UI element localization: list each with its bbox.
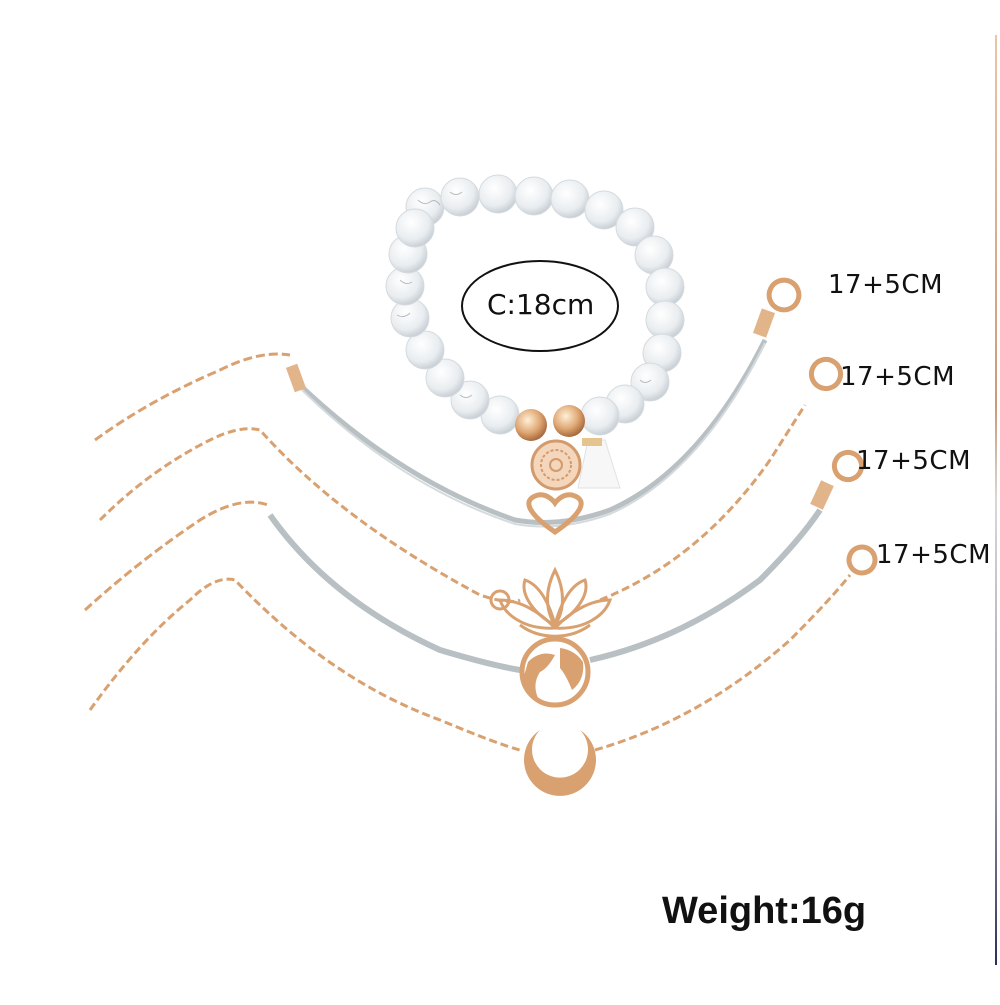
right-edge-line	[995, 35, 997, 965]
world-cord-bracelet	[83, 449, 865, 708]
beaded-bracelet	[385, 174, 685, 491]
length-label-2: 17+5CM	[840, 362, 955, 392]
length-label-4: 17+5CM	[876, 540, 991, 570]
length-label-3: 17+5CM	[856, 446, 971, 476]
lotus-charm	[497, 566, 613, 638]
weight-label: Weight:16g	[662, 890, 867, 932]
filigree-disc-charm	[530, 439, 582, 491]
circumference-ellipse	[461, 260, 619, 352]
world-map-charm	[519, 636, 591, 708]
heart-cord-bracelet	[94, 277, 802, 536]
lotus-chain-bracelet	[98, 356, 844, 638]
crescent-moon-charm	[524, 730, 597, 796]
circumference-label: C:18cm	[487, 288, 595, 321]
moon-chain-bracelet	[88, 544, 878, 796]
white-tassel	[577, 438, 621, 489]
length-label-1: 17+5CM	[828, 270, 943, 300]
